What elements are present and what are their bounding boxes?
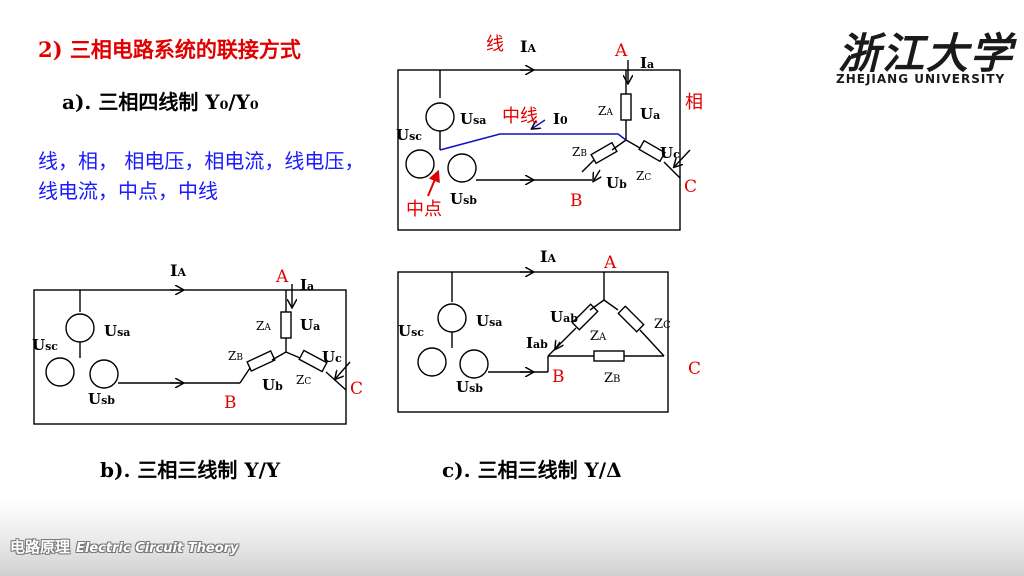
label-Usc-top: Usc xyxy=(396,126,422,144)
node-C-b: C xyxy=(350,379,363,399)
footer-band xyxy=(0,500,1024,576)
label-Ub-top: Ub xyxy=(606,174,627,192)
outer-loop-wire-b xyxy=(33,289,347,425)
label-Iab-c: Iab xyxy=(526,334,548,352)
label-Usa-top: Usa xyxy=(460,110,486,128)
load-za xyxy=(620,93,632,121)
caption-b: b). 三相三线制 Y/Y xyxy=(100,458,281,482)
label-Usb-b: Usb xyxy=(88,390,115,408)
label-ZC-c: ZC xyxy=(654,317,671,332)
label-ZB-top: ZB xyxy=(572,145,587,159)
university-logo-cn: 浙江大学 xyxy=(838,29,1015,78)
diagram-three-wire-yy xyxy=(33,284,351,425)
label-phase: 相 xyxy=(685,92,703,113)
node-B-c: B xyxy=(552,367,565,387)
label-Usc-c: Usc xyxy=(398,322,424,340)
node-A-top: A xyxy=(614,41,628,61)
diagram-four-wire xyxy=(397,60,691,231)
diagram-three-wire-ydelta xyxy=(397,272,669,413)
source-c-circle xyxy=(405,149,435,179)
node-B-b: B xyxy=(224,393,237,413)
node-C-top: C xyxy=(684,177,697,197)
university-logo-en: ZHEJIANG UNIVERSITY xyxy=(836,72,1006,86)
load-zb xyxy=(590,141,618,165)
label-Uc-b: Uc xyxy=(322,348,342,366)
label-Ub-b: Ub xyxy=(262,376,283,394)
label-IA-top: IA xyxy=(520,37,536,56)
neutral-wire xyxy=(439,133,627,151)
label-ZC-b: ZC xyxy=(296,373,311,387)
label-neutral-wire: 中线 xyxy=(502,106,538,127)
label-Usb-c: Usb xyxy=(456,378,483,396)
load-zc xyxy=(638,139,666,163)
label-ZA-top: ZA xyxy=(598,104,613,118)
label-ZB-c: ZB xyxy=(604,371,620,386)
label-Usa-c: Usa xyxy=(476,312,502,330)
label-IA-c: IA xyxy=(540,247,556,266)
label-neutral-point: 中点 xyxy=(406,199,442,220)
label-Ua-top: Ua xyxy=(640,105,660,123)
node-A-b: A xyxy=(275,267,289,287)
label-ZC-top: ZC xyxy=(636,169,651,183)
neutral-point-arrow xyxy=(427,169,440,197)
label-Ia-b: Ia xyxy=(300,276,314,294)
terms-list: 线，相， 相电压，相电流，线电压，线电流，中点，中线 xyxy=(38,149,365,203)
node-B-top: B xyxy=(570,191,583,211)
slide-heading: 2) 三相电路系统的联接方式 xyxy=(38,37,301,62)
source-a-circle xyxy=(425,102,455,132)
node-A-c: A xyxy=(603,253,617,273)
label-ZA-b: ZA xyxy=(256,319,271,333)
label-Usc-b: Usc xyxy=(32,336,58,354)
label-Ia-top: Ia xyxy=(640,54,654,72)
label-Ua-b: Ua xyxy=(300,316,320,334)
outer-loop-wire xyxy=(397,69,681,231)
label-Usa-b: Usa xyxy=(104,322,130,340)
node-C-c: C xyxy=(688,359,701,379)
label-Uc-top: Uc xyxy=(660,144,680,162)
section-a-label: a). 三相四线制 Y₀/Y₀ xyxy=(62,90,259,114)
label-Uab-c: Uab xyxy=(550,308,578,326)
label-I0: I0 xyxy=(553,110,568,128)
label-Usb-top: Usb xyxy=(450,190,477,208)
label-ZA-c: ZA xyxy=(590,329,607,344)
caption-c: c). 三相三线制 Y/Δ xyxy=(442,458,622,482)
label-ZB-b: ZB xyxy=(228,349,243,363)
label-IA-b: IA xyxy=(170,261,186,280)
label-line: 线 xyxy=(486,34,504,55)
source-b-circle xyxy=(447,153,477,183)
